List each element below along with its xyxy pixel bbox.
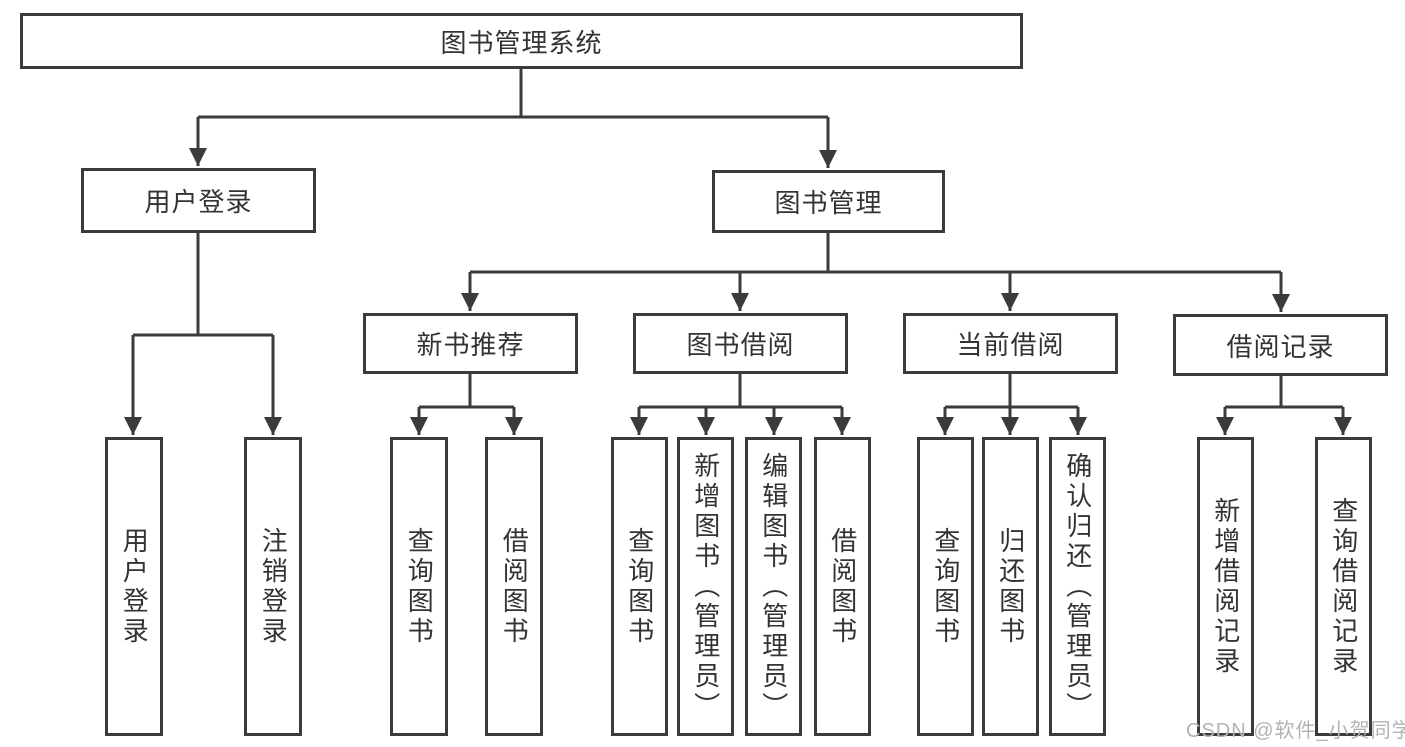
leaf-edit-book-admin: 编辑图书（管理员） — [745, 437, 802, 736]
node-book-borrowing: 图书借阅 — [633, 313, 848, 374]
node-current-borrowing-label: 当前借阅 — [956, 330, 1065, 360]
leaf-user-login: 用户登录 — [105, 437, 163, 736]
node-borrowing-records: 借阅记录 — [1173, 314, 1388, 376]
node-user-login-label: 用户登录 — [144, 187, 253, 217]
node-book-borrowing-label: 图书借阅 — [686, 330, 795, 360]
node-book-management: 图书管理 — [712, 170, 945, 233]
leaf-edit-book-admin-label: 编辑图书（管理员） — [758, 451, 789, 722]
leaf-logout-label: 注销登录 — [258, 526, 289, 647]
node-borrowing-records-label: 借阅记录 — [1226, 331, 1335, 362]
leaf-query-borrow-record: 查询借阅记录 — [1315, 437, 1372, 736]
leaf-query-books-recommend: 查询图书 — [390, 437, 448, 736]
leaf-return-books-label: 归还图书 — [995, 526, 1026, 647]
leaf-query-borrow-record-label: 查询借阅记录 — [1328, 496, 1359, 677]
node-user-login: 用户登录 — [81, 168, 316, 233]
leaf-query-books-current: 查询图书 — [917, 437, 974, 736]
node-root: 图书管理系统 — [20, 13, 1023, 69]
leaf-borrow-books-recommend: 借阅图书 — [485, 437, 543, 736]
leaf-add-borrow-record-label: 新增借阅记录 — [1210, 496, 1241, 677]
leaf-add-borrow-record: 新增借阅记录 — [1197, 437, 1254, 736]
leaf-query-books-borrow: 查询图书 — [611, 437, 668, 736]
node-new-book-recommendation-label: 新书推荐 — [416, 330, 525, 360]
leaf-user-login-label: 用户登录 — [119, 526, 150, 647]
leaf-add-book-admin: 新增图书（管理员） — [677, 437, 734, 736]
leaf-borrow-books: 借阅图书 — [814, 437, 871, 736]
csdn-watermark: CSDN @软件_小贺同学 — [1186, 720, 1405, 742]
node-book-management-label: 图书管理 — [774, 188, 883, 218]
leaf-confirm-return-admin: 确认归还（管理员） — [1049, 437, 1106, 736]
leaf-borrow-books-recommend-label: 借阅图书 — [499, 526, 530, 647]
leaf-add-book-admin-label: 新增图书（管理员） — [690, 451, 721, 722]
leaf-query-books-borrow-label: 查询图书 — [624, 526, 655, 647]
leaf-query-books-recommend-label: 查询图书 — [404, 526, 435, 647]
leaf-logout: 注销登录 — [244, 437, 302, 736]
node-new-book-recommendation: 新书推荐 — [363, 313, 578, 374]
leaf-return-books: 归还图书 — [982, 437, 1039, 736]
leaf-confirm-return-admin-label: 确认归还（管理员） — [1062, 451, 1093, 722]
node-current-borrowing: 当前借阅 — [903, 313, 1118, 374]
node-root-label: 图书管理系统 — [440, 27, 603, 58]
leaf-borrow-books-label: 借阅图书 — [827, 526, 858, 647]
leaf-query-books-current-label: 查询图书 — [930, 526, 961, 647]
